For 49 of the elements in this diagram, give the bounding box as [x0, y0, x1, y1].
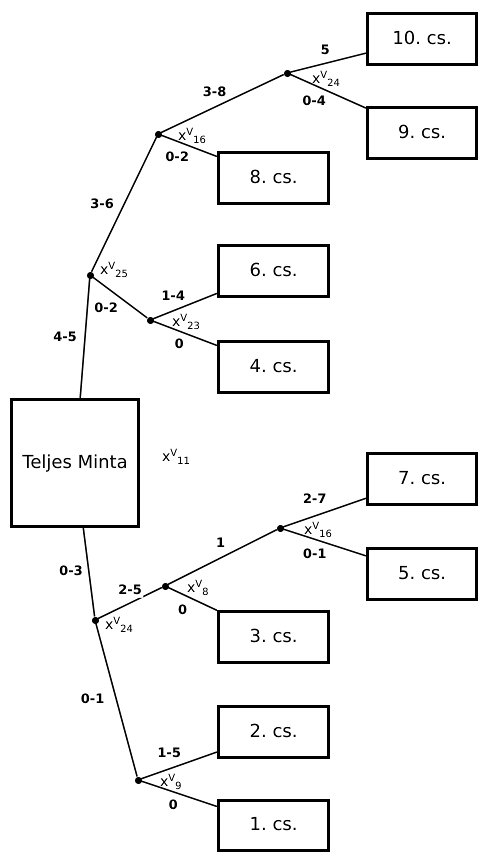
branch-line — [153, 320, 218, 346]
branch-line — [168, 586, 218, 612]
node-label: 2. cs. — [250, 720, 298, 744]
group-box — [217, 340, 330, 394]
node-label: 9. cs. — [398, 122, 446, 144]
branch-line — [283, 528, 366, 557]
node-label: 4. cs. — [250, 356, 298, 378]
branch-line — [168, 528, 278, 586]
branch-line — [160, 74, 284, 134]
branch-point — [146, 316, 154, 324]
branch-line — [82, 528, 96, 617]
node-label: 10. cs. — [392, 28, 452, 50]
branch-line — [283, 498, 366, 528]
node-label: 7. cs. — [398, 468, 446, 490]
branch-point — [86, 272, 94, 278]
branch-point — [162, 582, 168, 590]
group-box — [217, 705, 330, 759]
group-box — [366, 547, 478, 601]
branch-line — [79, 278, 90, 398]
group-box — [217, 151, 330, 205]
node-label: 3. cs. — [250, 626, 298, 648]
branch-line — [290, 74, 366, 109]
group-box — [366, 452, 478, 506]
branch-point — [134, 776, 142, 784]
branch-line — [95, 623, 138, 777]
node-label: Teljes Minta — [22, 452, 128, 474]
node-label: 8. cs. — [250, 166, 298, 190]
group-box — [366, 12, 478, 66]
branch-point — [284, 70, 290, 76]
node-label: 5. cs. — [398, 562, 446, 586]
branch-line — [141, 751, 218, 780]
node-label: 1. cs. — [250, 814, 298, 837]
branch-line — [90, 136, 158, 272]
group-box — [217, 244, 330, 298]
root-box — [10, 398, 140, 528]
node-label: 6. cs. — [250, 260, 298, 282]
branch-point — [154, 130, 162, 138]
group-box — [366, 106, 478, 160]
branch-point — [276, 524, 284, 532]
edge-label: 2-5 — [117, 584, 143, 598]
branch-line — [153, 292, 218, 320]
group-box — [217, 610, 330, 664]
branch-line — [290, 52, 366, 73]
branch-line — [141, 780, 218, 808]
branch-line — [161, 134, 218, 158]
branch-line — [92, 276, 148, 319]
branch-point — [92, 616, 98, 624]
branch-line — [98, 586, 162, 620]
group-box — [217, 799, 330, 852]
